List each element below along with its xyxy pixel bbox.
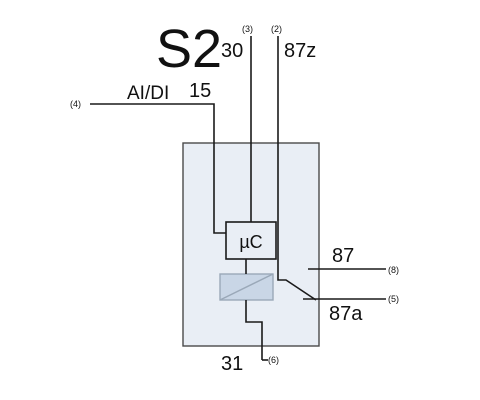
terminal-15-label: 15 — [189, 80, 211, 102]
module-title: S2 — [156, 19, 222, 79]
pin-8-label: (8) — [388, 265, 399, 275]
terminal-87z-label: 87z — [284, 40, 316, 62]
terminal-31-label: 31 — [221, 353, 243, 375]
terminal-30-label: 30 — [221, 40, 243, 62]
pin-3-label: (3) — [242, 24, 253, 34]
wire-terminal-87z — [277, 36, 317, 301]
wire-terminal-15 — [90, 103, 226, 234]
relay-coil-diagonal — [219, 273, 274, 301]
pin-2-label: (2) — [271, 24, 282, 34]
wire-coil-to-31 — [245, 300, 263, 360]
microcontroller-box — [225, 221, 277, 260]
aidi-label: AI/DI — [127, 83, 169, 104]
pin-5-label: (5) — [388, 294, 399, 304]
terminal-87-label: 87 — [332, 245, 354, 267]
pin-4-label: (4) — [70, 99, 81, 109]
microcontroller-label: µC — [239, 232, 262, 252]
terminal-87a-label: 87a — [329, 303, 363, 325]
pin-6-label: (6) — [268, 355, 279, 365]
